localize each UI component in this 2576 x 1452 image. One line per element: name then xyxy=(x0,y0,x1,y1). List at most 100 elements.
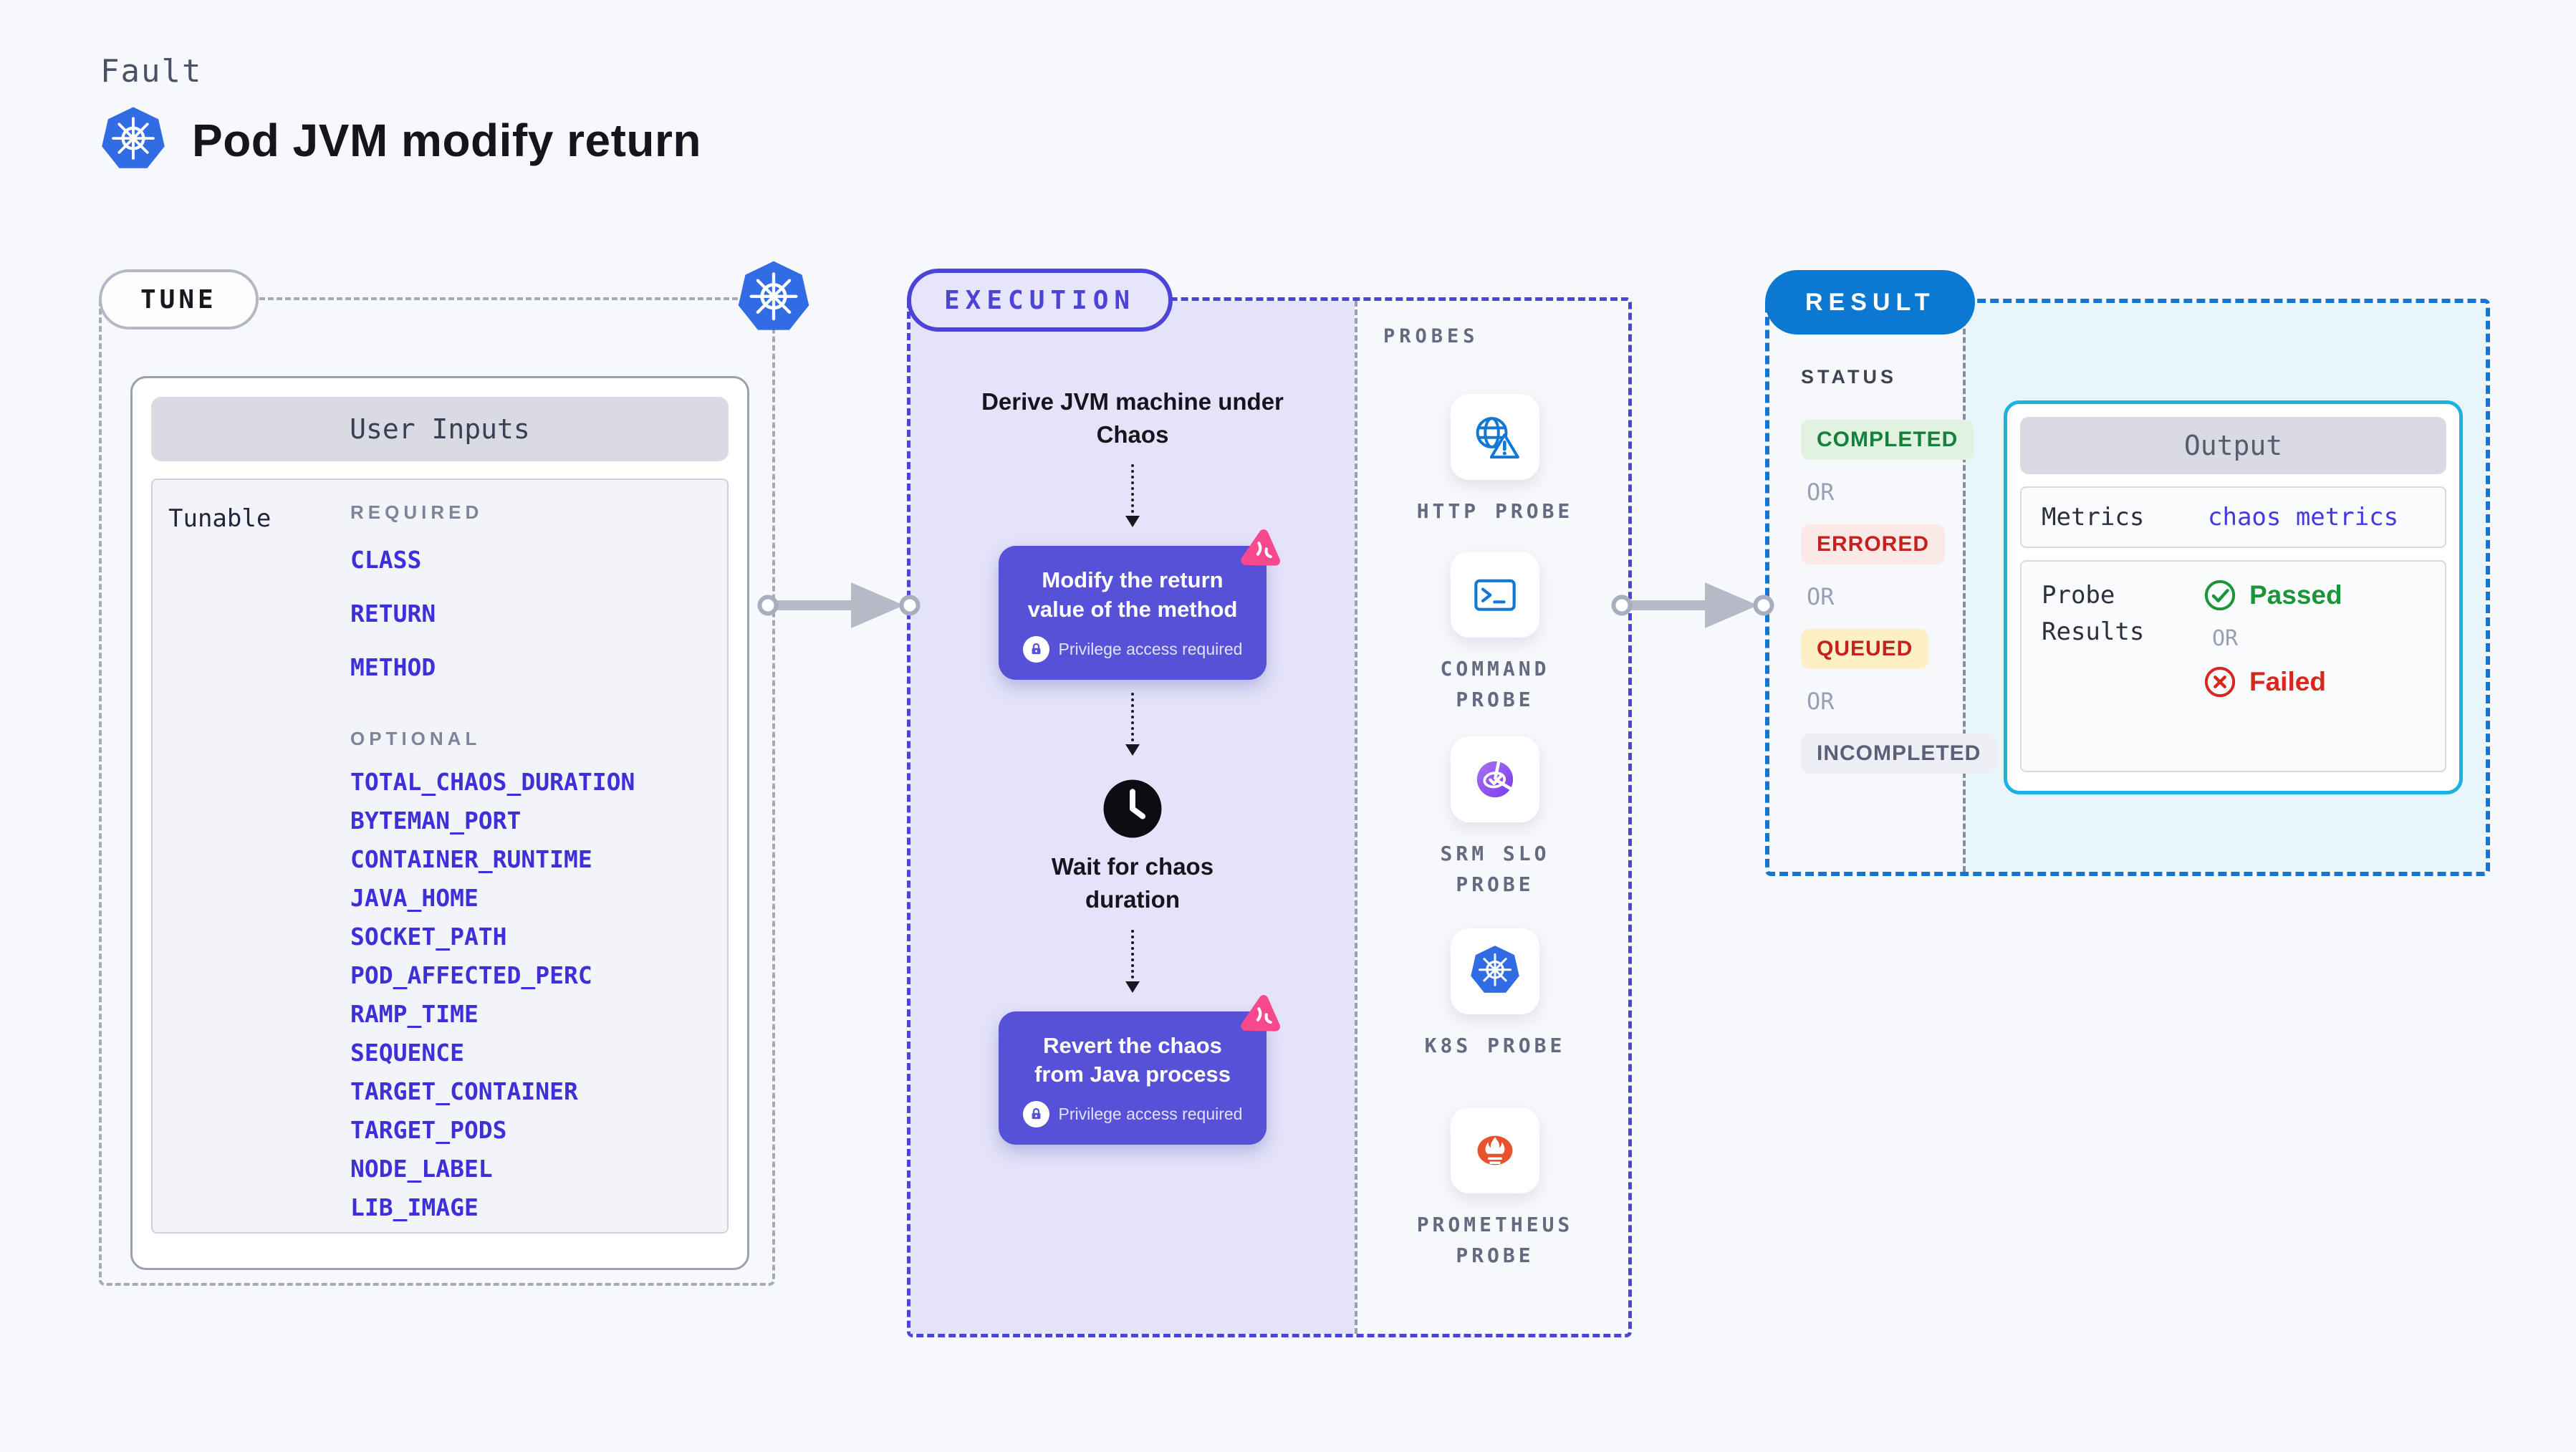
chaos-fault-icon xyxy=(1235,988,1289,1042)
privilege-badge: Privilege access required xyxy=(1017,636,1248,663)
k8s-probe-card[interactable] xyxy=(1451,928,1539,1014)
param-link-return[interactable]: RETURN xyxy=(350,600,436,628)
param-link-total-chaos-duration[interactable]: TOTAL_CHAOS_DURATION xyxy=(350,768,635,796)
privilege-badge-text: Privilege access required xyxy=(1058,1105,1243,1124)
tune-to-execution-arrow xyxy=(756,578,921,633)
page-title: Pod JVM modify return xyxy=(192,115,701,166)
status-badge-completed: COMPLETED xyxy=(1801,420,1974,460)
wait-step-text: Wait for chaos duration xyxy=(1051,853,1214,913)
param-link-node-label[interactable]: NODE_LABEL xyxy=(350,1155,493,1183)
param-link-target-pods[interactable]: TARGET_PODS xyxy=(350,1116,507,1144)
revert-chaos-action-box: Revert the chaos from Java process Privi… xyxy=(999,1011,1267,1145)
probe-label: SRM SLO PROBE xyxy=(1440,842,1550,897)
kubernetes-icon xyxy=(735,260,812,337)
probe-item-srm-slo: SRM SLO PROBE xyxy=(1355,736,1635,900)
probe-item-http: HTTP PROBE xyxy=(1355,394,1635,527)
command-probe-card[interactable] xyxy=(1451,552,1539,638)
chaos-fault-icon xyxy=(1235,523,1289,577)
k8s-probe-icon xyxy=(1469,945,1522,998)
result-pill: RESULT xyxy=(1765,270,1976,335)
http-probe-card[interactable] xyxy=(1451,394,1539,480)
param-link-sequence[interactable]: SEQUENCE xyxy=(350,1039,464,1067)
metrics-label: Metrics xyxy=(2042,502,2145,532)
chaos-metrics-link[interactable]: chaos metrics xyxy=(2208,503,2399,532)
fault-eyebrow: Fault xyxy=(100,53,203,90)
flow-arrow-down-icon xyxy=(1125,693,1140,756)
failed-row: Failed xyxy=(2203,665,2326,698)
probe-item-command: COMMAND PROBE xyxy=(1355,552,1635,716)
check-circle-icon xyxy=(2203,579,2236,612)
execution-flow: Derive JVM machine under Chaos Modify th… xyxy=(910,301,1355,1145)
prometheus-probe-icon xyxy=(1469,1124,1522,1177)
param-link-ramp-time[interactable]: RAMP_TIME xyxy=(350,1000,479,1028)
output-panel: Output Metrics chaos metrics Probe Resul… xyxy=(2004,400,2463,794)
param-link-class[interactable]: CLASS xyxy=(350,546,422,574)
lock-icon xyxy=(1022,1101,1049,1128)
execution-section: EXECUTION Derive JVM machine under Chaos… xyxy=(907,269,1635,1337)
or-label: OR xyxy=(2212,626,2239,651)
failed-label: Failed xyxy=(2249,667,2326,696)
x-circle-icon xyxy=(2203,665,2236,698)
params-column: REQUIRED CLASS RETURN METHOD OPTIONAL TO… xyxy=(350,501,635,1234)
probe-results-values: Passed OR Failed xyxy=(2203,577,2342,755)
clock-icon xyxy=(1101,777,1164,840)
passed-label: Passed xyxy=(2249,580,2342,610)
param-link-method[interactable]: METHOD xyxy=(350,653,436,681)
privilege-badge: Privilege access required xyxy=(1017,1101,1248,1128)
status-title: STATUS xyxy=(1801,366,1897,388)
probes-title: PROBES xyxy=(1383,325,1479,347)
output-header: Output xyxy=(2020,417,2446,474)
probe-item-k8s: K8S PROBE xyxy=(1355,928,1635,1061)
command-probe-icon xyxy=(1469,568,1522,621)
action-title: Revert the chaos from Java process xyxy=(1034,1032,1231,1087)
privilege-badge-text: Privilege access required xyxy=(1058,640,1243,659)
param-link-container-runtime[interactable]: CONTAINER_RUNTIME xyxy=(350,845,592,873)
probe-label: PROMETHEUS PROBE xyxy=(1416,1213,1574,1268)
flow-arrow-down-icon xyxy=(1125,929,1140,993)
passed-row: Passed xyxy=(2203,579,2342,612)
flow-arrow-down-icon xyxy=(1125,464,1140,528)
status-output-divider xyxy=(1963,303,1966,872)
lock-icon xyxy=(1022,636,1049,663)
or-label: OR xyxy=(1807,479,1835,506)
prometheus-probe-card[interactable] xyxy=(1451,1107,1539,1193)
probe-results-label: Probe Results xyxy=(2042,581,2145,646)
status-badge-incompleted: INCOMPLETED xyxy=(1801,734,1997,774)
param-link-socket-path[interactable]: SOCKET_PATH xyxy=(350,923,507,951)
title-row: Pod JVM modify return xyxy=(99,106,701,175)
kubernetes-icon xyxy=(99,106,168,175)
tune-section: TUNE User Inputs Tunable REQUIRED CLASS … xyxy=(99,297,775,1286)
probe-results-row: Probe Results Passed OR Failed xyxy=(2020,560,2446,772)
tunable-row-label: Tunable xyxy=(168,504,271,533)
probe-item-prometheus: PROMETHEUS PROBE xyxy=(1355,1107,1635,1271)
execution-probes-divider xyxy=(1355,301,1357,1334)
derive-jvm-step-text: Derive JVM machine under Chaos xyxy=(981,388,1284,448)
execution-pill: EXECUTION xyxy=(907,269,1173,332)
user-inputs-card: User Inputs Tunable REQUIRED CLASS RETUR… xyxy=(130,376,749,1270)
param-link-pod-affected-perc[interactable]: POD_AFFECTED_PERC xyxy=(350,961,592,989)
or-label: OR xyxy=(1807,583,1835,610)
metrics-row: Metrics chaos metrics xyxy=(2020,486,2446,548)
status-badge-queued: QUEUED xyxy=(1801,629,1929,669)
probe-label: HTTP PROBE xyxy=(1416,499,1574,523)
or-label: OR xyxy=(1807,688,1835,715)
param-link-lib-image[interactable]: LIB_IMAGE xyxy=(350,1193,479,1221)
user-inputs-list: Tunable REQUIRED CLASS RETURN METHOD OPT… xyxy=(151,479,729,1234)
http-probe-icon xyxy=(1469,410,1522,463)
param-link-target-container[interactable]: TARGET_CONTAINER xyxy=(350,1077,578,1105)
status-column: STATUS COMPLETED OR ERRORED OR QUEUED OR… xyxy=(1801,366,1997,792)
tune-pill: TUNE xyxy=(99,269,259,330)
probes-column: PROBES HTTP PROBE COMMAND PROBE SRM SLO … xyxy=(1355,301,1635,1334)
modify-return-action-box: Modify the return value of the method Pr… xyxy=(999,546,1267,681)
param-link-java-home[interactable]: JAVA_HOME xyxy=(350,884,479,912)
probes-to-result-arrow xyxy=(1610,578,1775,633)
result-section: RESULT STATUS COMPLETED OR ERRORED OR QU… xyxy=(1765,270,2490,876)
action-title: Modify the return value of the method xyxy=(1027,567,1238,622)
srm-slo-probe-card[interactable] xyxy=(1451,736,1539,822)
status-badge-errored: ERRORED xyxy=(1801,524,1946,564)
optional-group-label: OPTIONAL xyxy=(350,728,481,749)
param-link-byteman-port[interactable]: BYTEMAN_PORT xyxy=(350,807,522,835)
probe-label: COMMAND PROBE xyxy=(1440,657,1550,712)
srm-slo-probe-icon xyxy=(1469,753,1522,806)
